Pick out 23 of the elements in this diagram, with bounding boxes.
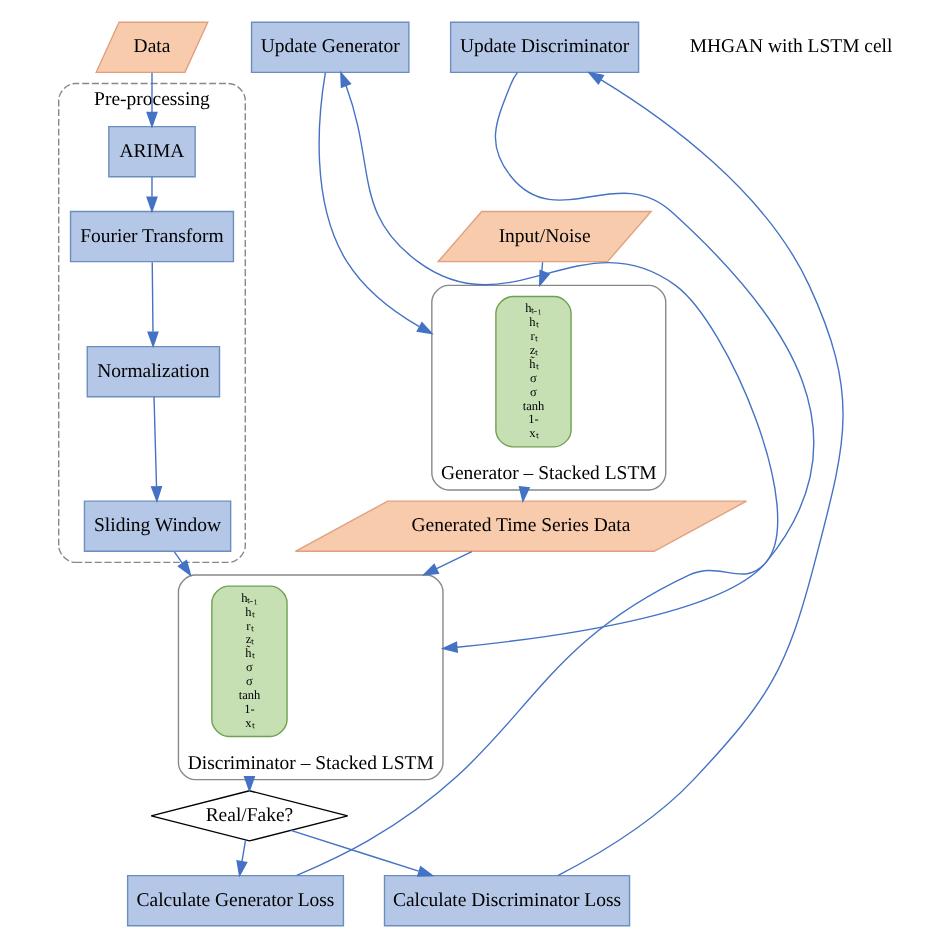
node-box: Update Discriminator (448, 21, 639, 74)
arrow (146, 261, 158, 349)
arrow (420, 550, 472, 576)
arrow (289, 829, 434, 877)
node-box: Normalization (85, 345, 220, 398)
node-box: Fourier Transform (68, 210, 234, 263)
arrow (537, 261, 550, 288)
arrow (145, 72, 157, 129)
node-box: Sliding Window (82, 500, 231, 552)
arrow (172, 551, 191, 577)
label: MHGAN with LSTM cell (688, 36, 892, 59)
node-box: Calculate Discriminator Loss (382, 874, 630, 927)
arrow (556, 71, 843, 877)
arrow (149, 396, 162, 503)
arrow (317, 71, 433, 335)
arrow (295, 70, 778, 877)
arrow (145, 176, 157, 214)
arrow (439, 71, 814, 653)
node-box: Calculate Generator Loss (125, 874, 344, 927)
node-box: Update Generator (249, 21, 409, 74)
arrow (235, 839, 247, 878)
node-diamond: Real/Fake? (149, 790, 348, 842)
node-box: ARIMA (107, 125, 195, 178)
